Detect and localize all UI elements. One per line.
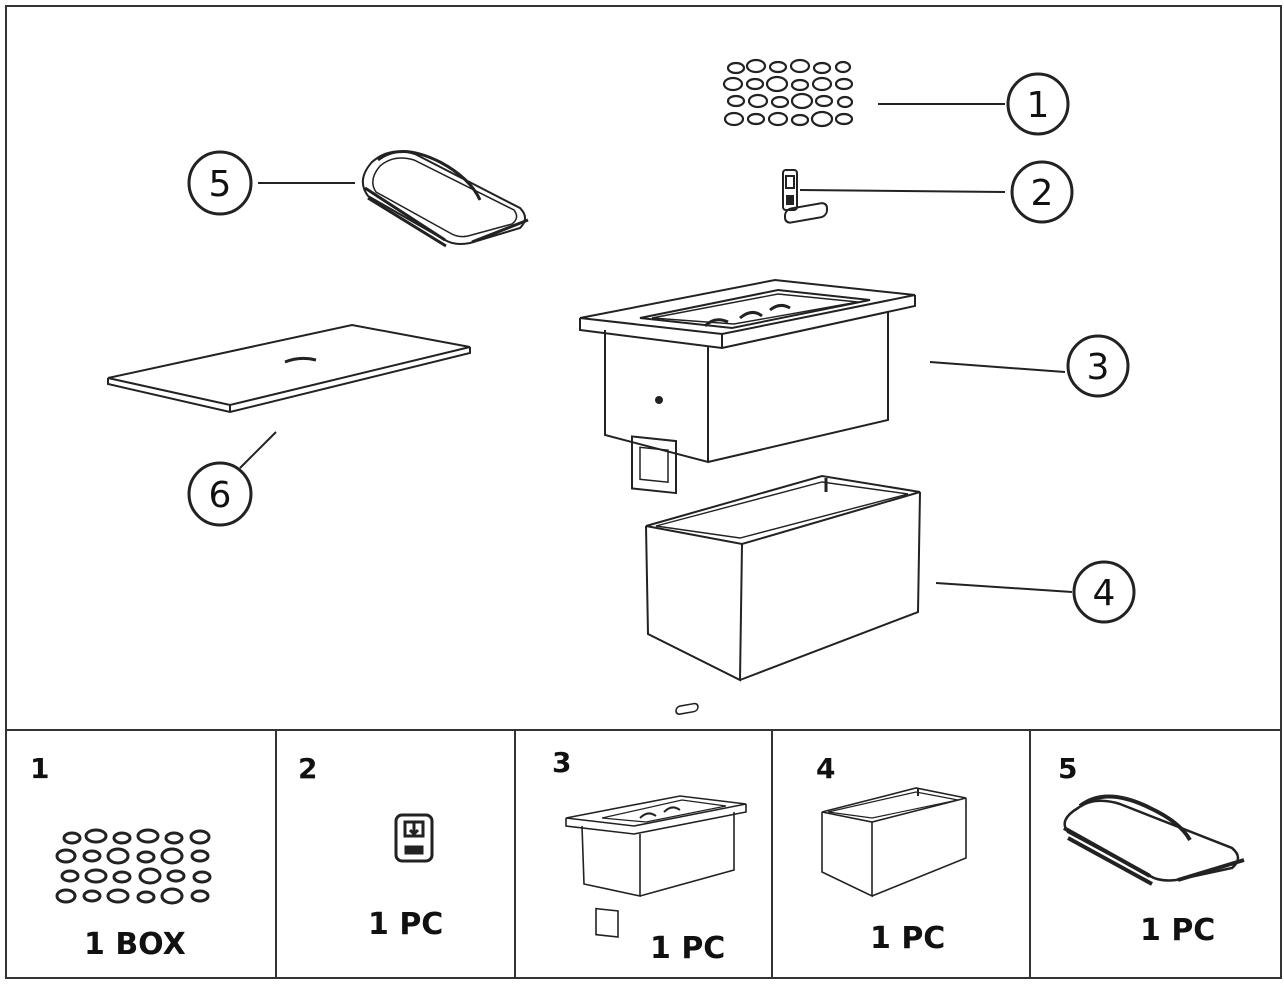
igniter-battery-icon — [782, 169, 798, 211]
callout-number: 4 — [1093, 573, 1116, 614]
callout-circle — [187, 150, 253, 216]
base-box-icon — [821, 787, 967, 898]
callout-circle — [187, 461, 253, 527]
burner-tabletop-icon — [579, 202, 916, 495]
glass-stones-icon — [722, 58, 854, 128]
base-box-icon — [645, 474, 921, 682]
callout-number: 6 — [209, 475, 232, 516]
glass-stones-icon — [55, 828, 212, 905]
leader-line — [935, 582, 1073, 593]
callout-circle — [1066, 334, 1130, 398]
outer-frame — [5, 5, 1282, 979]
cover-bag-icon — [1063, 794, 1245, 886]
inventory-quantity: 1 PC — [650, 931, 725, 966]
inventory-quantity: 1 PC — [870, 921, 945, 956]
leader-line — [239, 431, 277, 469]
callout-number: 1 — [1027, 85, 1050, 126]
inventory-item-number: 2 — [298, 752, 317, 785]
igniter-battery-icon — [394, 813, 434, 863]
inventory-quantity: 1 BOX — [84, 927, 186, 962]
callout-number: 2 — [1031, 173, 1054, 214]
inventory-quantity: 1 PC — [1140, 913, 1215, 948]
lid-panel-icon — [107, 323, 471, 414]
inventory-item-number: 5 — [1058, 752, 1077, 785]
leader-line — [929, 361, 1066, 373]
inventory-item-number: 4 — [816, 752, 835, 785]
callout-circle — [1072, 560, 1136, 624]
leader-line — [799, 189, 1006, 193]
inventory-quantity: 1 PC — [368, 907, 443, 942]
callout-circle — [1006, 72, 1070, 136]
callout-number: 5 — [209, 164, 232, 205]
callout-circle — [1010, 160, 1074, 224]
control-panel-icon — [631, 435, 677, 495]
callout-number: 3 — [1087, 347, 1110, 388]
cover-bag-icon — [361, 150, 529, 248]
inventory-item-number: 3 — [552, 746, 571, 779]
burner-tabletop-icon — [565, 702, 747, 938]
inventory-item-number: 1 — [30, 752, 49, 785]
